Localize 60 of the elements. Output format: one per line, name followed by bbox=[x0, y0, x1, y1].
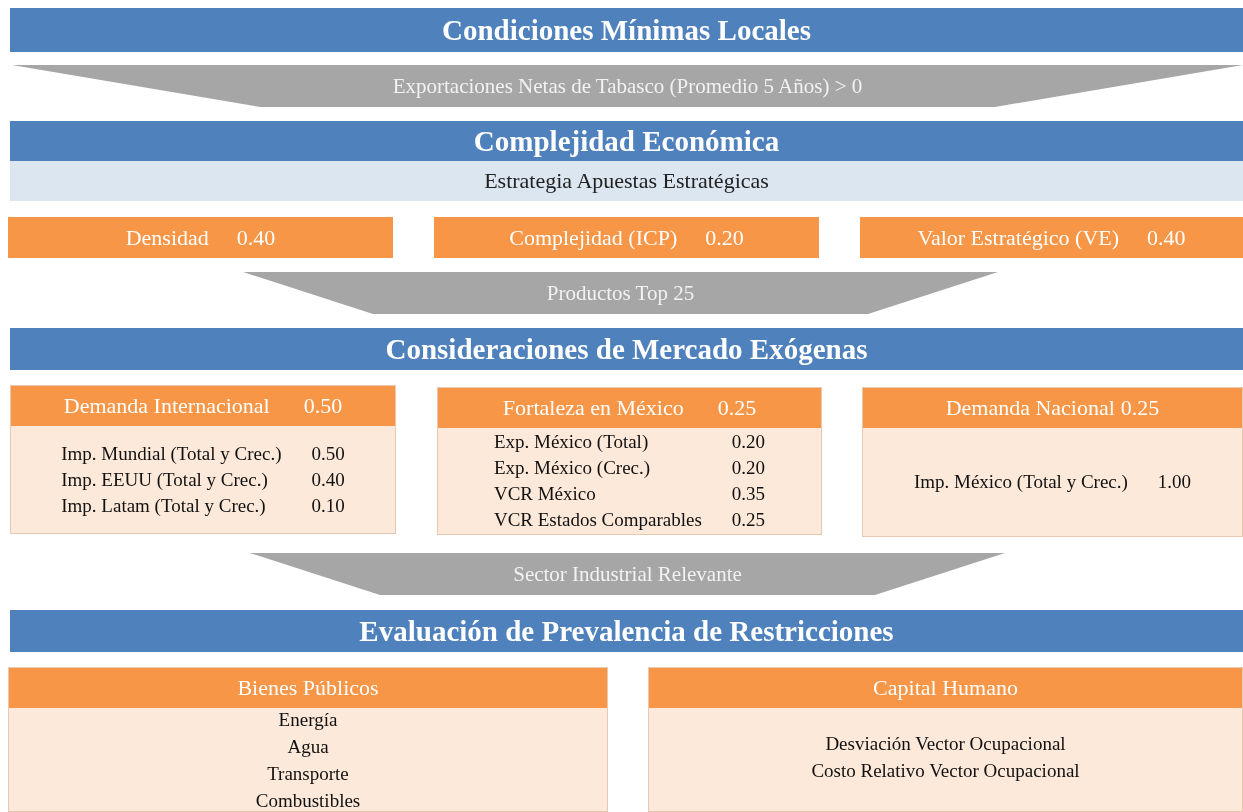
indicator-label: Costo Relativo Vector Ocupacional bbox=[811, 759, 1080, 783]
indicator-label: Desviación Vector Ocupacional bbox=[825, 732, 1066, 756]
weight-value: 0.25 bbox=[717, 395, 757, 421]
weight-value: 0.40 bbox=[1147, 224, 1186, 251]
panel-title: Demanda Internacional bbox=[63, 393, 270, 419]
weight-value: 0.25 bbox=[1120, 395, 1160, 421]
criterion-panel bbox=[648, 667, 1243, 812]
subtitle-text: Estrategia Apuestas Estratégicas bbox=[484, 168, 769, 194]
section-title: Complejidad Económica bbox=[473, 124, 780, 158]
weight-value: 0.20 bbox=[731, 456, 766, 480]
criterion-label: Complejidad (ICP) bbox=[509, 224, 678, 251]
indicator-label: Energía bbox=[278, 708, 338, 732]
indicator-label: VCR Estados Comparables bbox=[493, 508, 702, 532]
section-header-bar bbox=[10, 610, 1243, 652]
funnel-label: Sector Industrial Relevante bbox=[513, 561, 742, 587]
criterion-bar bbox=[434, 217, 819, 258]
section-title: Consideraciones de Mercado Exógenas bbox=[385, 332, 868, 366]
indicator-label: Exp. México (Total) bbox=[493, 430, 650, 454]
funnel-banner bbox=[243, 272, 998, 314]
indicator-label: Imp. Latam (Total y Crec.) bbox=[61, 493, 267, 518]
weight-value: 1.00 bbox=[1157, 470, 1192, 494]
panel-title: Capital Humano bbox=[873, 675, 1018, 701]
panel-title: Bienes Públicos bbox=[237, 675, 379, 701]
criterion-panel bbox=[862, 387, 1243, 537]
subtitle-bar bbox=[10, 161, 1243, 201]
weight-value: 0.50 bbox=[311, 441, 345, 466]
weight-value: 0.10 bbox=[311, 493, 345, 518]
criterion-panel bbox=[8, 667, 608, 812]
indicator-label: Agua bbox=[287, 735, 329, 759]
section-title: Evaluación de Prevalencia de Restricciones bbox=[359, 614, 894, 648]
weight-value: 0.25 bbox=[731, 508, 766, 532]
indicator-label: Imp. Mundial (Total y Crec.) bbox=[61, 441, 282, 466]
indicator-label: Imp. México (Total y Crec.) bbox=[913, 470, 1128, 494]
criterion-bar bbox=[860, 217, 1243, 258]
section-header-bar bbox=[10, 121, 1243, 161]
indicator-label: Exp. México (Crec.) bbox=[493, 456, 652, 480]
section-header-bar bbox=[10, 8, 1243, 52]
criterion-panel bbox=[437, 387, 822, 535]
weight-value: 0.35 bbox=[731, 482, 766, 506]
funnel-banner bbox=[250, 553, 1005, 595]
weight-value: 0.20 bbox=[731, 430, 766, 454]
panel-title: Fortaleza en México bbox=[502, 395, 684, 421]
panel-title: Demanda Nacional bbox=[945, 395, 1115, 421]
indicator-label: Combustibles bbox=[255, 789, 361, 812]
section-title: Condiciones Mínimas Locales bbox=[442, 13, 811, 47]
weight-value: 0.20 bbox=[705, 224, 744, 251]
indicator-label: Transporte bbox=[267, 762, 349, 786]
funnel-label: Productos Top 25 bbox=[546, 280, 695, 306]
funnel-banner bbox=[12, 65, 1243, 107]
section-header-bar bbox=[10, 328, 1243, 370]
criterion-label: Valor Estratégico (VE) bbox=[917, 224, 1120, 251]
criterion-bar bbox=[8, 217, 393, 258]
criterion-label: Densidad bbox=[125, 224, 209, 251]
indicator-label: VCR México bbox=[493, 482, 597, 506]
criterion-panel bbox=[10, 385, 396, 534]
weight-value: 0.40 bbox=[236, 224, 276, 251]
weight-value: 0.50 bbox=[303, 393, 343, 419]
indicator-label: Imp. EEUU (Total y Crec.) bbox=[61, 467, 269, 492]
weight-value: 0.40 bbox=[311, 467, 345, 492]
funnel-label: Exportaciones Netas de Tabasco (Promedio 5 Años) > 0 bbox=[392, 73, 863, 99]
